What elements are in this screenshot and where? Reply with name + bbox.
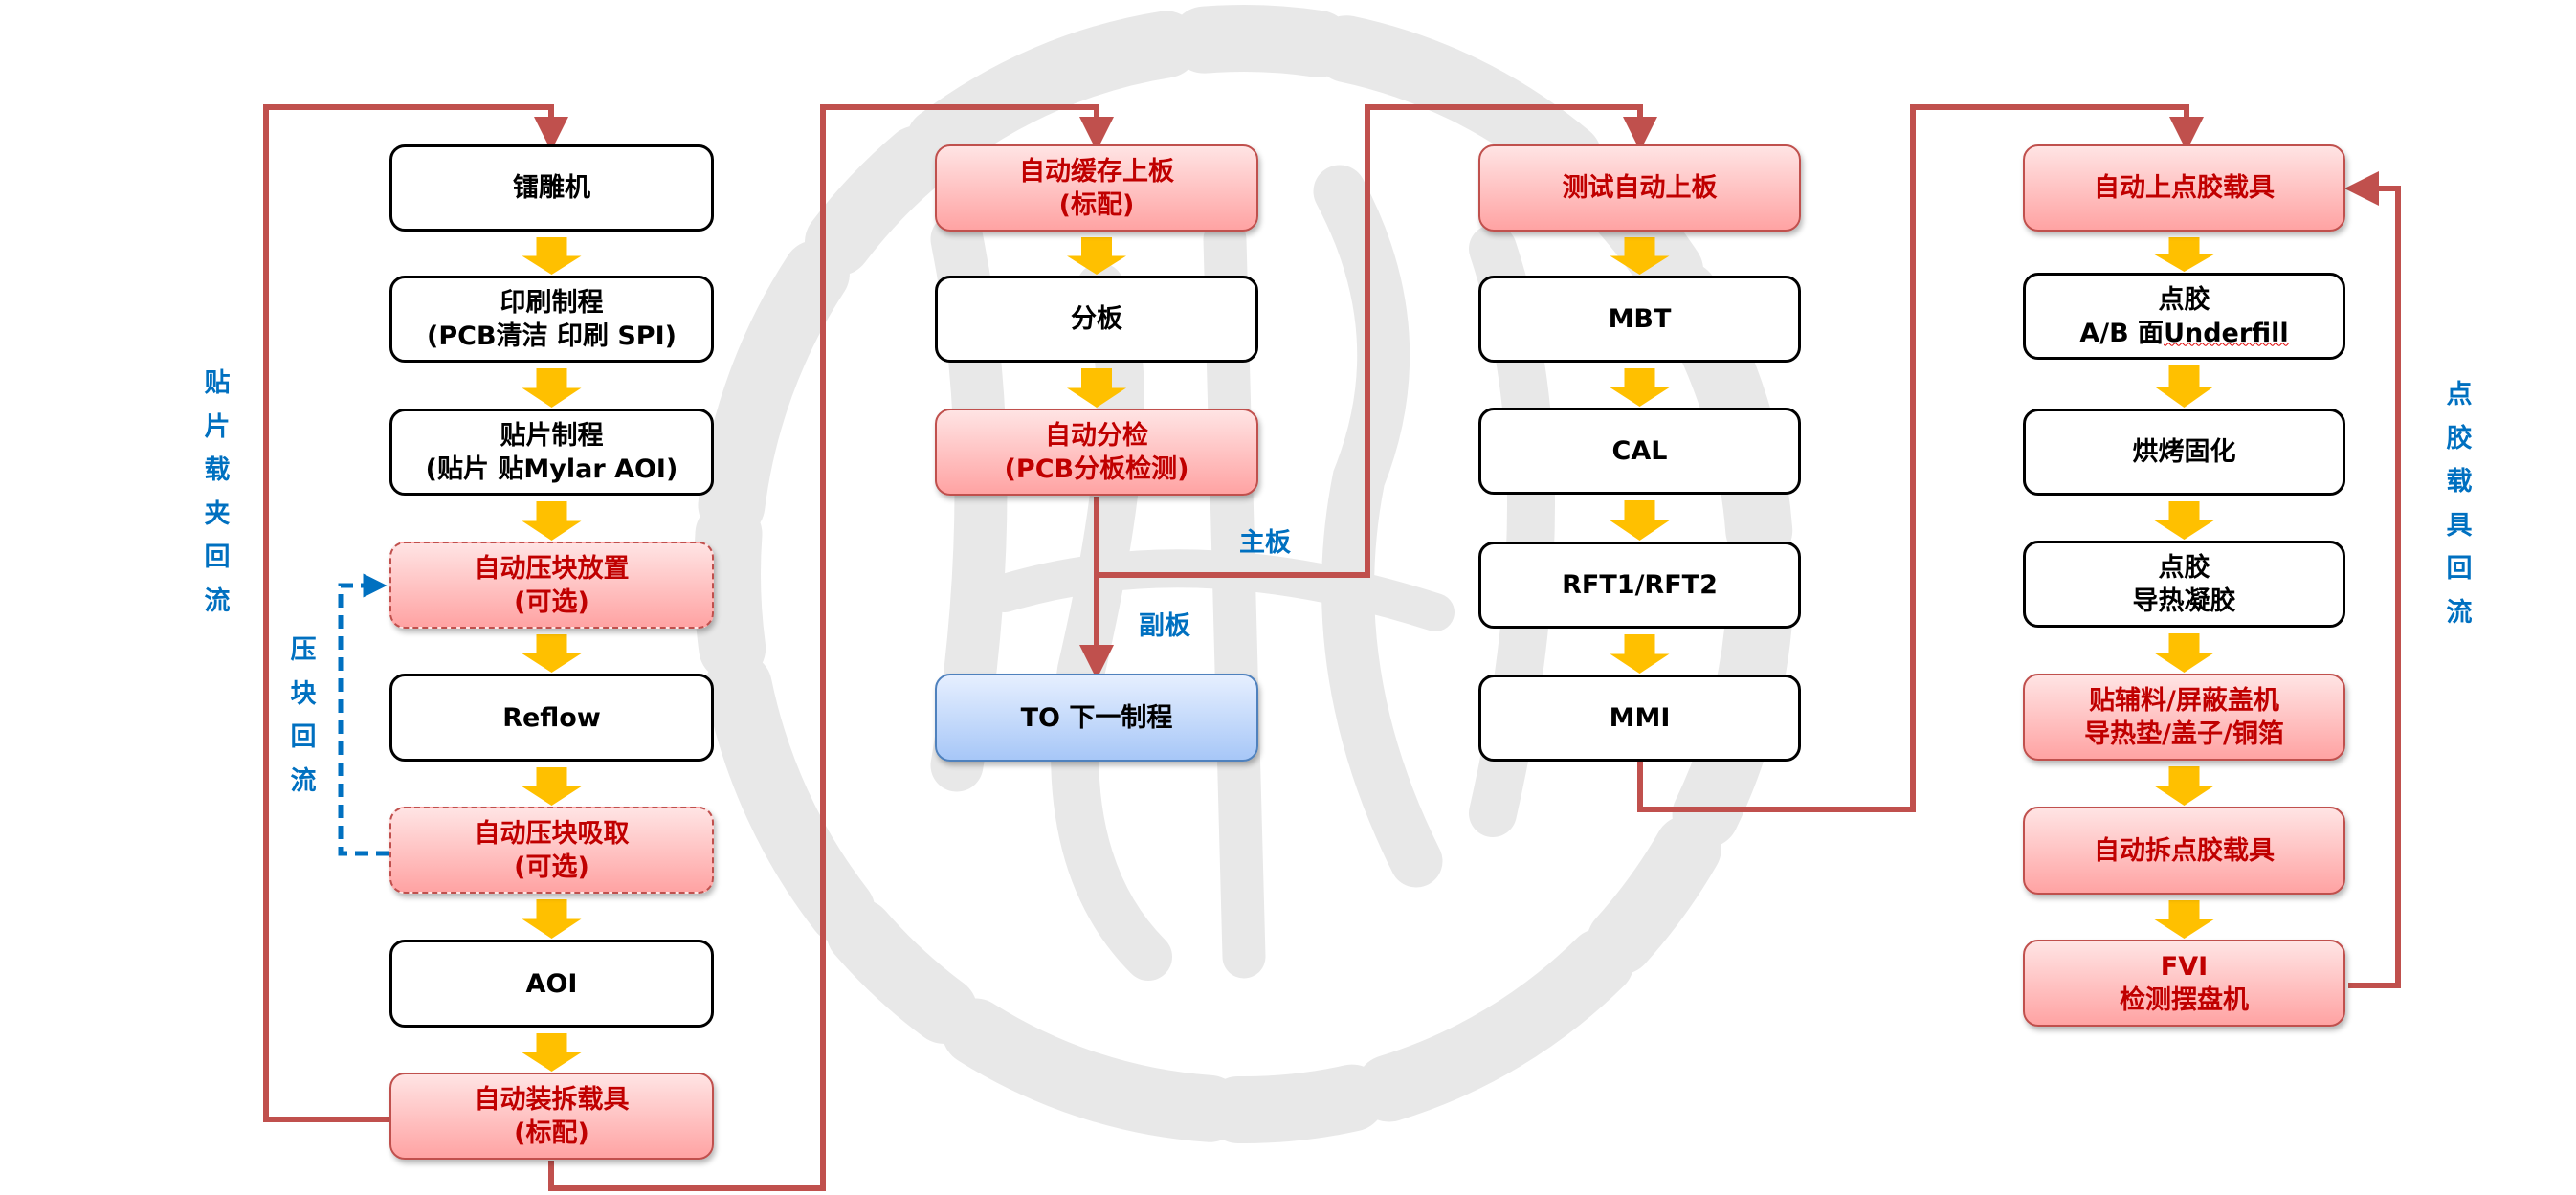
flow-arrow-down-icon (522, 237, 582, 275)
process-step-col2-4: TO 下一制程 (935, 674, 1258, 762)
step-label-line: 烘烤固化 (2132, 437, 2236, 467)
step-label-line: MMI (1609, 703, 1671, 733)
step-label-line: 点胶 (2158, 284, 2210, 315)
flow-arrow-down-icon (522, 899, 582, 939)
step-label-line: A/B 面Underfill (2079, 318, 2289, 348)
spellcheck-underlined-word: Underfill (2164, 318, 2289, 348)
process-step-col4-5: 贴辅料/屏蔽盖机导热垫/盖子/铜箔 (2023, 674, 2345, 761)
press-block-return-line (338, 573, 389, 856)
step-label-line: AOI (525, 968, 578, 999)
process-step-col3-4: RFT1/RFT2 (1478, 542, 1801, 629)
col1-to-col2-line (548, 104, 1114, 1191)
process-step-col3-1: 测试自动上板 (1478, 144, 1801, 232)
process-step-col1-8: 自动装拆载具(标配) (389, 1073, 714, 1160)
process-step-col1-6: 自动压块吸取(可选) (389, 807, 714, 894)
flow-arrow-down-icon (2154, 766, 2214, 806)
flow-arrow-down-icon (522, 501, 582, 541)
step-label-line: (贴片 贴Mylar AOI) (425, 454, 678, 484)
process-step-col4-6: 自动拆点胶载具 (2023, 807, 2345, 895)
step-label-line: RFT1/RFT2 (1562, 570, 1718, 600)
glue-carrier-return-line (2344, 171, 2401, 988)
process-step-col1-7: AOI (389, 940, 714, 1028)
process-step-col2-1: 自动缓存上板(标配) (935, 144, 1258, 232)
flow-arrow-down-icon (1067, 237, 1126, 275)
step-label-line: 镭雕机 (513, 173, 590, 203)
step-label-line: MBT (1608, 304, 1672, 334)
step-label-line: 贴片制程 (500, 420, 604, 451)
carrier-return-label: 贴片载夹回流 (204, 368, 231, 616)
step-label-line: 测试自动上板 (1562, 173, 1718, 203)
carrier-return-line (263, 104, 568, 1122)
step-label-line: (标配) (514, 1118, 589, 1148)
flow-arrow-down-icon (522, 767, 582, 806)
process-step-col1-5: Reflow (389, 674, 714, 762)
main-board-line (1097, 104, 1657, 578)
process-step-col1-4: 自动压块放置(可选) (389, 542, 714, 629)
step-label-line: 自动压块放置 (474, 553, 630, 584)
step-label-line: CAL (1611, 436, 1668, 466)
step-label-line: FVI (2160, 951, 2209, 982)
step-label-line: 点胶 (2158, 552, 2210, 583)
flow-arrow-down-icon (2154, 237, 2214, 272)
flow-arrow-down-icon (522, 368, 582, 408)
step-label-line: 分板 (1071, 304, 1122, 334)
flow-arrow-down-icon (2154, 501, 2214, 540)
process-step-col1-2: 印刷制程(PCB清洁 印刷 SPI) (389, 276, 714, 363)
sub-board-label: 副板 (1139, 611, 1190, 641)
step-label-line: (可选) (514, 586, 589, 617)
flow-arrow-down-icon (2154, 633, 2214, 673)
step-label-line: 导热凝胶 (2132, 586, 2236, 616)
flow-arrows (522, 237, 2214, 1072)
flow-arrow-down-icon (1610, 368, 1670, 407)
step-label-line: Reflow (502, 702, 601, 733)
glue-carrier-return-label: 点胶载具回流 (2446, 380, 2473, 628)
flow-arrow-down-icon (2154, 365, 2214, 408)
flow-arrow-down-icon (522, 1033, 582, 1072)
step-label-line: (PCB分板检测) (1004, 454, 1189, 484)
step-label-line: (标配) (1058, 189, 1135, 220)
process-step-col3-5: MMI (1478, 675, 1801, 762)
process-step-col4-4: 点胶导热凝胶 (2023, 541, 2345, 628)
step-label-line: 自动拆点胶载具 (2094, 835, 2275, 866)
step-label-line: TO 下一制程 (1020, 702, 1173, 733)
press-block-return-label: 压块回流 (290, 635, 317, 796)
process-step-col1-1: 镭雕机 (389, 144, 714, 232)
process-step-col3-2: MBT (1478, 276, 1801, 363)
step-label-line: 贴辅料/屏蔽盖机 (2089, 685, 2279, 716)
step-label-line: 导热垫/盖子/铜箔 (2084, 719, 2284, 749)
main-board-label: 主板 (1239, 528, 1291, 558)
flow-arrow-down-icon (1610, 634, 1670, 674)
step-label-line: (PCB清洁 印刷 SPI) (427, 321, 677, 351)
col3-to-col4-line (1637, 104, 2204, 812)
step-label-line: 自动上点胶载具 (2094, 173, 2275, 203)
process-step-col1-3: 贴片制程(贴片 贴Mylar AOI) (389, 409, 714, 496)
process-step-col4-3: 烘烤固化 (2023, 409, 2345, 496)
flow-arrow-down-icon (1610, 237, 1670, 275)
step-label-line: 自动分检 (1045, 420, 1148, 451)
step-label-line: 检测摆盘机 (2120, 985, 2249, 1015)
flow-arrow-down-icon (522, 634, 582, 673)
flow-arrow-down-icon (2154, 900, 2214, 939)
process-step-col3-3: CAL (1478, 408, 1801, 495)
step-label-line: 印刷制程 (500, 287, 604, 318)
step-label-line: (可选) (514, 852, 589, 882)
process-step-col2-3: 自动分检(PCB分板检测) (935, 409, 1258, 496)
step-label-line: 自动装拆载具 (474, 1084, 630, 1115)
flow-arrow-down-icon (1610, 500, 1670, 541)
step-label-line: 自动压块吸取 (474, 818, 630, 849)
flow-arrow-down-icon (1067, 368, 1126, 408)
process-step-col4-1: 自动上点胶载具 (2023, 144, 2345, 232)
step-label-line: 自动缓存上板 (1019, 156, 1174, 187)
process-step-col2-2: 分板 (935, 276, 1258, 363)
